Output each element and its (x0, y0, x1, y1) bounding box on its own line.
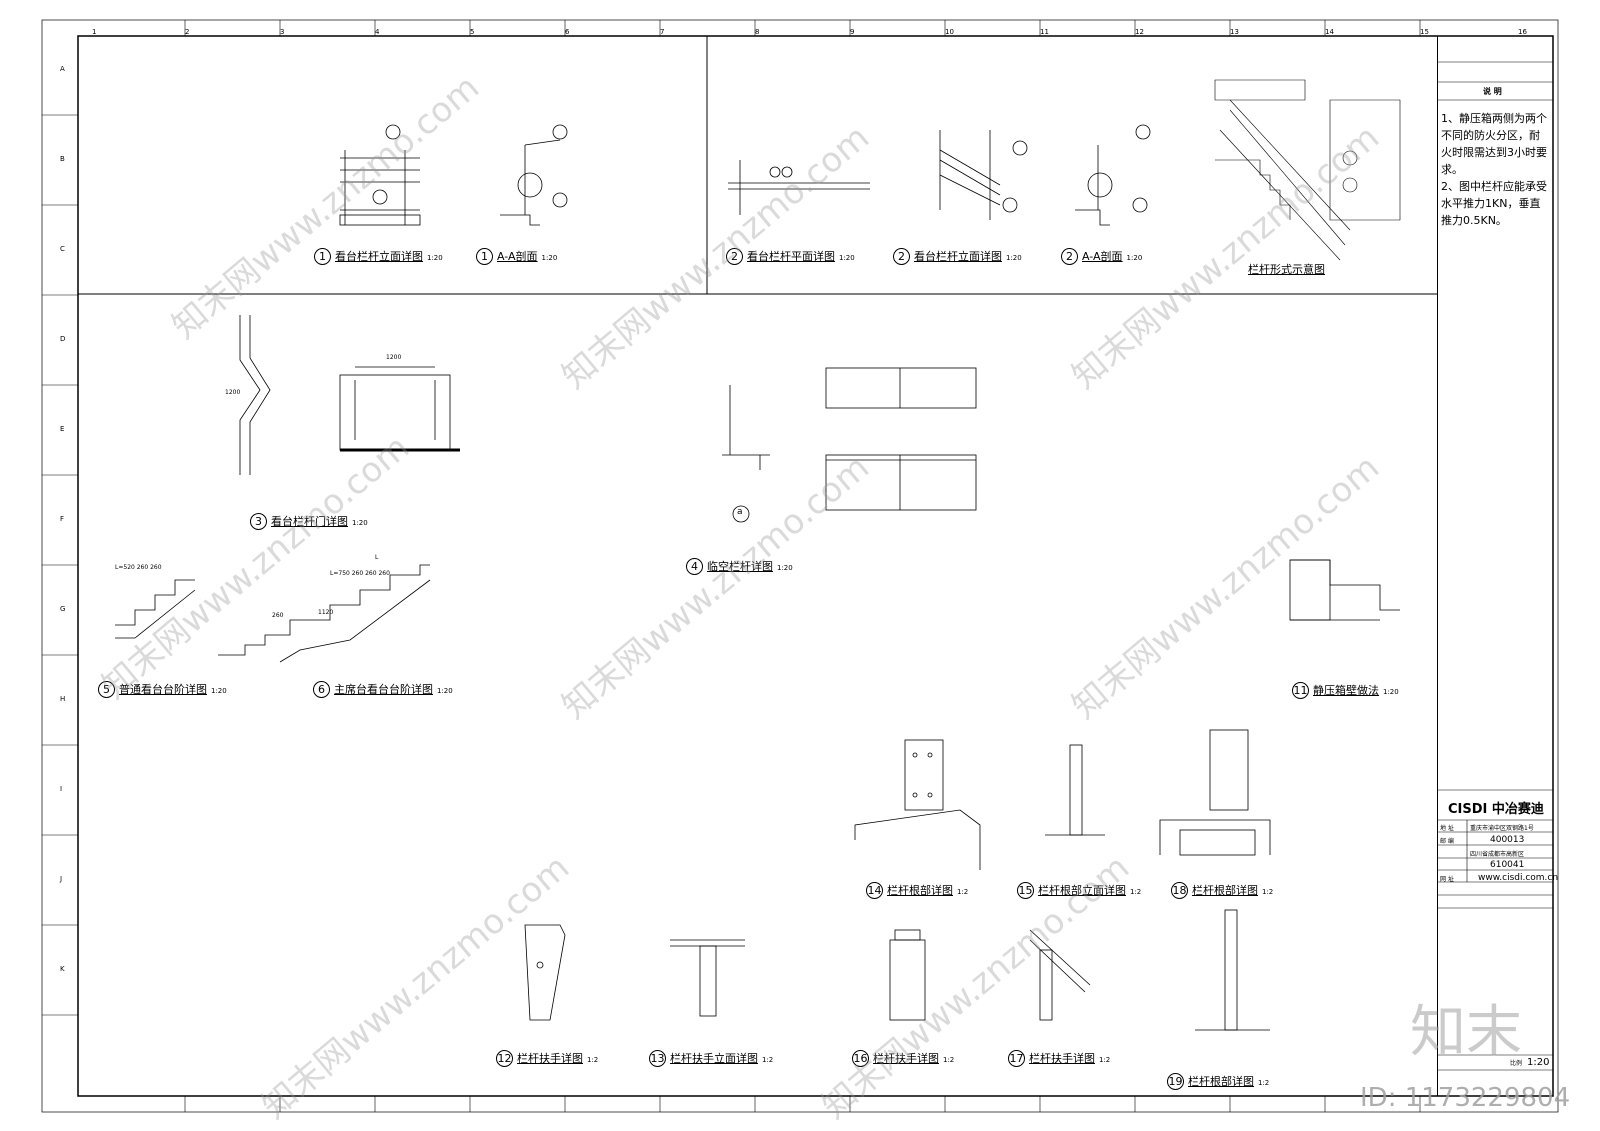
detail-17 (1029, 929, 1091, 1021)
zip2-value: 610041 (1490, 860, 1525, 870)
web-label: 网 址 (1440, 876, 1454, 883)
d6-dims: L=750 260 260 260 (330, 570, 390, 577)
zip-label: 邮 编 (1440, 838, 1454, 845)
d3-height-dim: 1200 (225, 389, 241, 396)
detail-12 (524, 924, 566, 1021)
address-label: 地 址 (1440, 825, 1454, 832)
detail-6 (218, 564, 431, 663)
detail-4 (722, 367, 977, 523)
detail-19 (1195, 909, 1270, 1031)
rail-perspective (1214, 79, 1401, 261)
detail-a-label: a (737, 507, 743, 517)
detail-18 (1159, 729, 1271, 856)
company-logo: CISDI 中冶赛迪 (1448, 802, 1544, 817)
detail-15 (1045, 744, 1105, 836)
web-value: www.cisdi.com.cn (1478, 873, 1559, 883)
d6-top-dim: L (375, 554, 379, 561)
detail-13 (670, 939, 745, 1017)
title-block: 说 明 (1437, 36, 1553, 1096)
detail-16 (889, 929, 926, 1021)
detail-2-section (1075, 124, 1151, 226)
d5-dims: L=520 260 260 (115, 564, 162, 571)
title-block-lines (1437, 61, 1553, 1071)
detail-1-elevation (339, 124, 421, 226)
detail-3 (239, 315, 460, 475)
d3-width-dim: 1200 (386, 354, 402, 361)
detail-2-elevation (939, 130, 1028, 220)
scale-value: 1:20 (1527, 1057, 1550, 1068)
sheet-border (77, 35, 1554, 1097)
scale-label: 比例 (1510, 1060, 1523, 1067)
rail-perspective-title: 栏杆形式示意图 (1248, 263, 1325, 276)
general-notes: 1、静压箱两侧为两个不同的防火分区，耐火时限需达到3小时要求。 2、图中栏杆应能… (1441, 112, 1547, 227)
detail-5 (115, 579, 196, 639)
detail-11 (1289, 559, 1400, 621)
detail-2-plan (728, 160, 870, 215)
address2-value: 四川省成都市高新区 (1470, 851, 1525, 858)
d6-v-dim: 1120 (318, 609, 334, 616)
zip-value: 400013 (1490, 835, 1525, 845)
d6-mid-dim: 260 (272, 612, 284, 619)
detail-14 (854, 739, 981, 870)
brand-logo: 知末 (1410, 1000, 1522, 1065)
detail-1-section (500, 124, 568, 226)
image-id: ID: 1173229804 (1360, 1083, 1571, 1113)
address-value: 重庆市渝中区双钢路1号 (1470, 825, 1534, 832)
notes-heading: 说 明 (1483, 87, 1502, 96)
